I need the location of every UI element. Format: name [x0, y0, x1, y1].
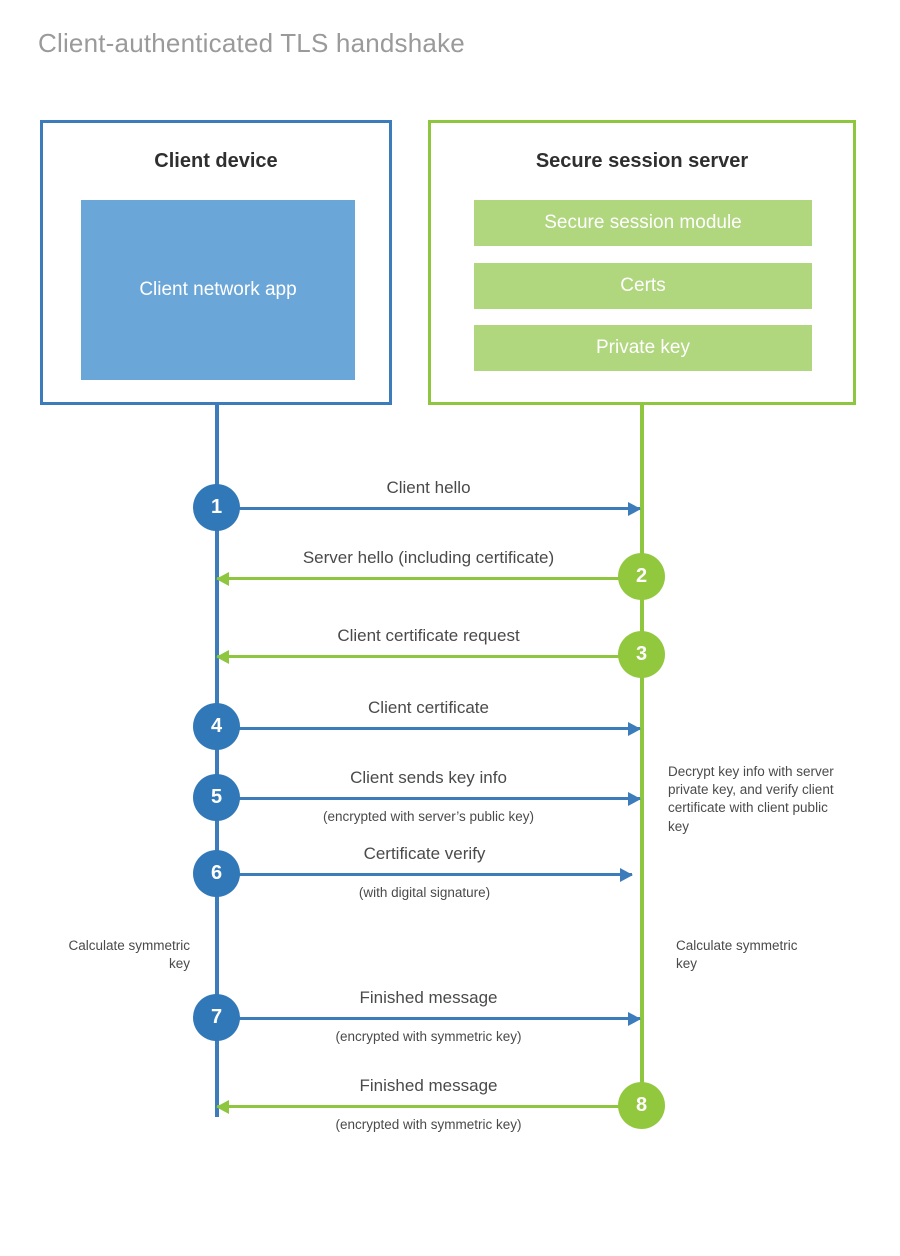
client-lifeline	[215, 405, 219, 1117]
client-device-title: Client device	[154, 150, 278, 172]
step-circle-6[interactable]: 6	[193, 850, 240, 897]
server-calculate-symmetric-key-note: Calculate symmetric key	[676, 938, 798, 972]
step-circle-3[interactable]: 3	[618, 631, 665, 678]
message-2-line	[217, 577, 640, 580]
message-1-label: Client hello	[386, 478, 471, 497]
step-circle-5[interactable]: 5	[193, 774, 240, 821]
message-1-line	[217, 507, 640, 510]
message-8-line	[217, 1105, 640, 1108]
message-3-arrowhead	[216, 650, 229, 664]
message-5-arrowhead	[628, 792, 641, 806]
secure-session-module-block: Secure session module	[474, 200, 812, 246]
message-7-arrowhead	[628, 1012, 641, 1026]
message-6-sublabel: (with digital signature)	[358, 885, 491, 900]
secure-session-server-box: Secure session server Secure session mod…	[428, 120, 856, 405]
client-network-app-block: Client network app	[81, 200, 355, 380]
message-7-sublabel: (encrypted with symmetric key)	[335, 1029, 522, 1044]
secure-session-server-title: Secure session server	[535, 150, 749, 172]
client-calculate-symmetric-key-note: Calculate symmetric key	[68, 938, 190, 972]
page-title: Client-authenticated TLS handshake	[38, 28, 465, 58]
certs-block: Certs	[474, 263, 812, 309]
message-6-line	[217, 873, 632, 876]
message-6-label: Certificate verify	[363, 844, 486, 863]
message-7-label: Finished message	[359, 988, 498, 1007]
message-8-sublabel: (encrypted with symmetric key)	[335, 1117, 522, 1132]
message-5-sublabel: (encrypted with server’s public key)	[322, 809, 535, 824]
message-4-label: Client certificate	[368, 698, 489, 717]
server-lifeline	[640, 405, 644, 1105]
message-7-line	[217, 1017, 640, 1020]
message-2-arrowhead	[216, 572, 229, 586]
step-circle-1[interactable]: 1	[193, 484, 240, 531]
step-circle-8[interactable]: 8	[618, 1082, 665, 1129]
message-5-label: Client sends key info	[350, 768, 507, 787]
step-circle-4[interactable]: 4	[193, 703, 240, 750]
message-6-arrowhead	[620, 868, 633, 882]
step-circle-2[interactable]: 2	[618, 553, 665, 600]
server-decrypt-note: Decrypt key info with server private key…	[668, 764, 834, 834]
message-8-label: Finished message	[359, 1076, 498, 1095]
message-5-line	[217, 797, 640, 800]
message-2-label: Server hello (including certificate)	[302, 548, 555, 567]
client-device-box: Client device Client network app	[40, 120, 392, 405]
message-3-line	[217, 655, 640, 658]
message-4-arrowhead	[628, 722, 641, 736]
message-4-line	[217, 727, 640, 730]
message-1-arrowhead	[628, 502, 641, 516]
message-3-label: Client certificate request	[337, 626, 520, 645]
private-key-block: Private key	[474, 325, 812, 371]
message-8-arrowhead	[216, 1100, 229, 1114]
step-circle-7[interactable]: 7	[193, 994, 240, 1041]
